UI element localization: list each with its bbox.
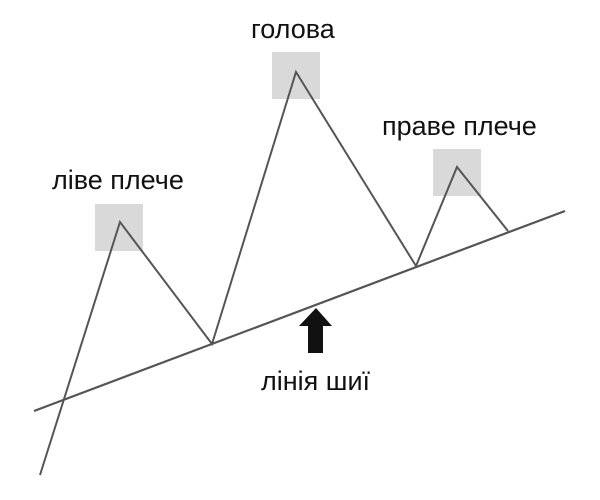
- price-path: [39, 69, 509, 476]
- neckline: [33, 209, 566, 413]
- up-arrow-icon: [299, 308, 332, 353]
- right-shoulder-label: праве плече: [382, 111, 537, 141]
- left-shoulder-label: ліве плече: [52, 165, 184, 195]
- head-label: голова: [251, 14, 336, 44]
- head-marker: [272, 52, 320, 99]
- neckline-label: лінія шиї: [261, 366, 371, 396]
